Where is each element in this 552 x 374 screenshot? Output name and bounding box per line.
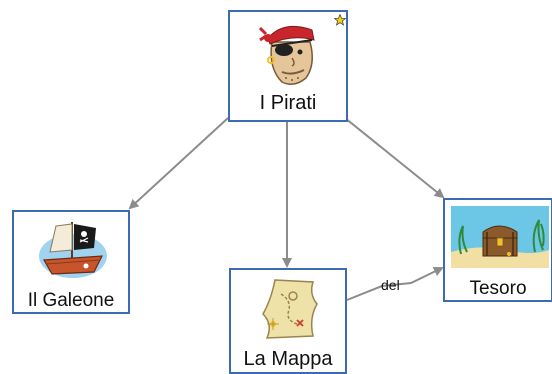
edge-pirati-galeone <box>128 117 229 210</box>
treasure-chest-icon <box>451 206 549 268</box>
node-la-mappa[interactable]: La Mappa <box>229 268 347 374</box>
treasure-map-icon <box>262 279 318 339</box>
edge-pirati-tesoro <box>344 117 445 199</box>
node-label: I Pirati <box>259 92 317 114</box>
node-label: La Mappa <box>243 348 333 370</box>
node-label: Il Galeone <box>27 290 115 311</box>
edge-label-del: del <box>381 277 400 293</box>
node-il-galeone[interactable]: Il Galeone <box>12 210 130 314</box>
node-label: Tesoro <box>469 278 527 299</box>
star-icon <box>334 14 346 26</box>
pirate-head-icon <box>258 25 315 85</box>
node-i-pirati[interactable]: I Pirati <box>228 10 348 122</box>
node-tesoro[interactable]: Tesoro <box>443 198 552 302</box>
edge-mappa-tesoro <box>346 266 444 301</box>
pirate-ship-icon <box>39 222 107 278</box>
